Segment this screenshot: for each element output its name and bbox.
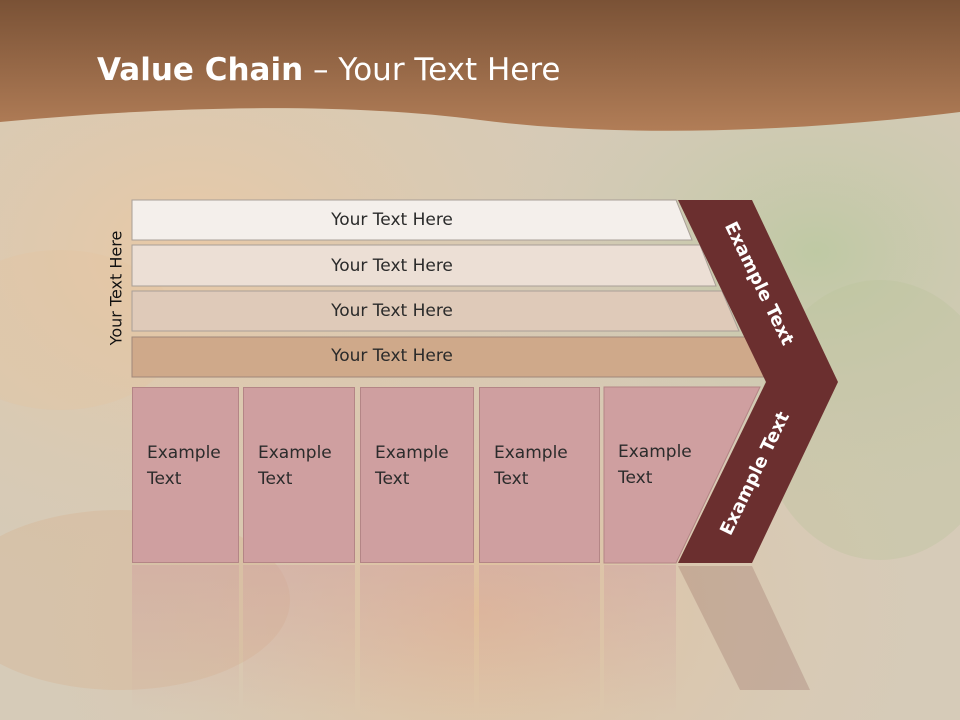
slide-title: Value Chain – Your Text Here: [97, 52, 561, 88]
bar-shape-3: [131, 290, 740, 332]
header-band: [0, 0, 960, 131]
bar-shape-1: [131, 199, 693, 241]
bar-shape-2: [131, 244, 717, 287]
bar-1: Your Text Here: [132, 200, 692, 240]
bar-4: Your Text Here: [132, 336, 692, 376]
box-1-reflection: [132, 565, 239, 715]
box-3-reflection: [360, 565, 474, 715]
bar-4-label: Your Text Here: [331, 346, 453, 366]
bar-2-label: Your Text Here: [331, 256, 453, 276]
box-5-reflection: [604, 565, 676, 715]
box-4-reflection: [479, 565, 600, 715]
bar-1-label: Your Text Here: [331, 210, 453, 230]
chevron-reflection: [678, 566, 810, 690]
bar-3: Your Text Here: [132, 291, 692, 331]
chevron-lower: [678, 382, 838, 563]
bar-3-label: Your Text Here: [331, 301, 453, 321]
box-2-reflection: [243, 565, 355, 715]
chevron-upper: [678, 200, 838, 382]
bar-2: Your Text Here: [132, 246, 692, 286]
box-5-shape: [603, 386, 761, 564]
